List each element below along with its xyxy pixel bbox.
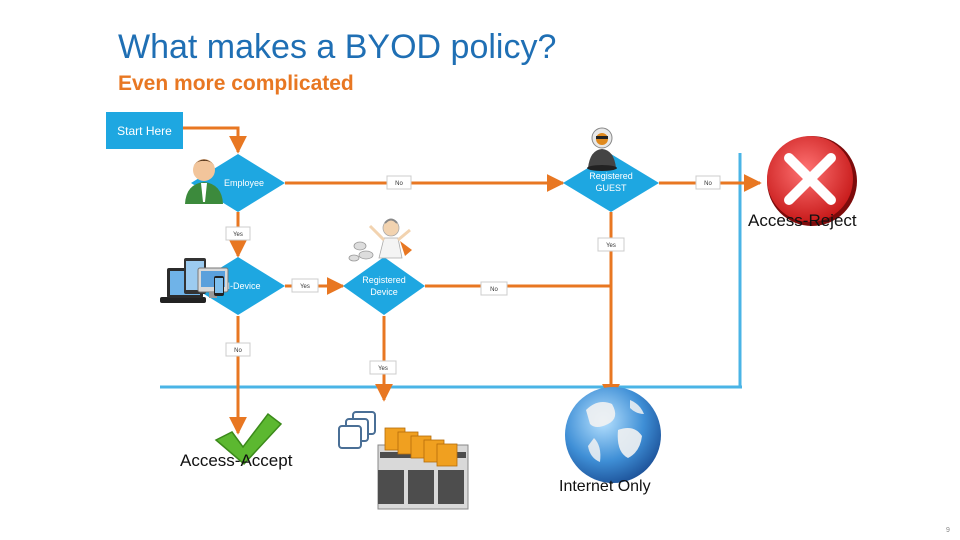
registered-device-label-2: Device <box>370 287 398 297</box>
employee-person-icon <box>185 159 223 204</box>
edge-labels: No No Yes Yes Yes No No Yes <box>225 175 721 375</box>
network-bus <box>160 153 742 389</box>
edge-label-employee-yes: Yes <box>233 232 243 238</box>
edge-label-guest-no: No <box>704 181 712 187</box>
confused-person-icon <box>348 218 412 262</box>
globe-icon <box>565 387 661 483</box>
edge-label-regdevice-no: No <box>490 287 498 293</box>
edge-label-guest-yes: Yes <box>606 243 616 249</box>
page-number: 9 <box>946 527 950 534</box>
access-reject-label: Access-Reject <box>748 211 857 230</box>
vm-squares-icon <box>338 411 376 449</box>
edge-label-employee-no: No <box>395 181 403 187</box>
edge-label-idevice-no: No <box>234 348 242 354</box>
server-stack-icon <box>377 427 469 510</box>
edge-label-idevice-yes: Yes <box>300 284 310 290</box>
registered-guest-label-1: Registered <box>589 171 633 181</box>
access-accept-label: Access-Accept <box>180 451 293 470</box>
start-node[interactable]: Start Here <box>106 112 183 149</box>
page-subtitle: Even more complicated <box>118 72 354 95</box>
idevice-label: I-Device <box>227 281 260 291</box>
registered-device-decision[interactable] <box>343 257 425 315</box>
devices-icon <box>160 258 229 303</box>
reject-x-icon <box>767 136 857 226</box>
edge-label-regdevice-yes: Yes <box>378 366 388 372</box>
page-title: What makes a BYOD policy? <box>118 28 557 66</box>
employee-label: Employee <box>224 178 264 188</box>
registered-guest-label-2: GUEST <box>595 183 627 193</box>
internet-only-label: Internet Only <box>559 478 651 495</box>
accept-check-icon <box>214 412 283 466</box>
guest-person-icon <box>587 127 617 171</box>
registered-guest-decision[interactable] <box>563 154 659 212</box>
registered-device-label-1: Registered <box>362 275 406 285</box>
